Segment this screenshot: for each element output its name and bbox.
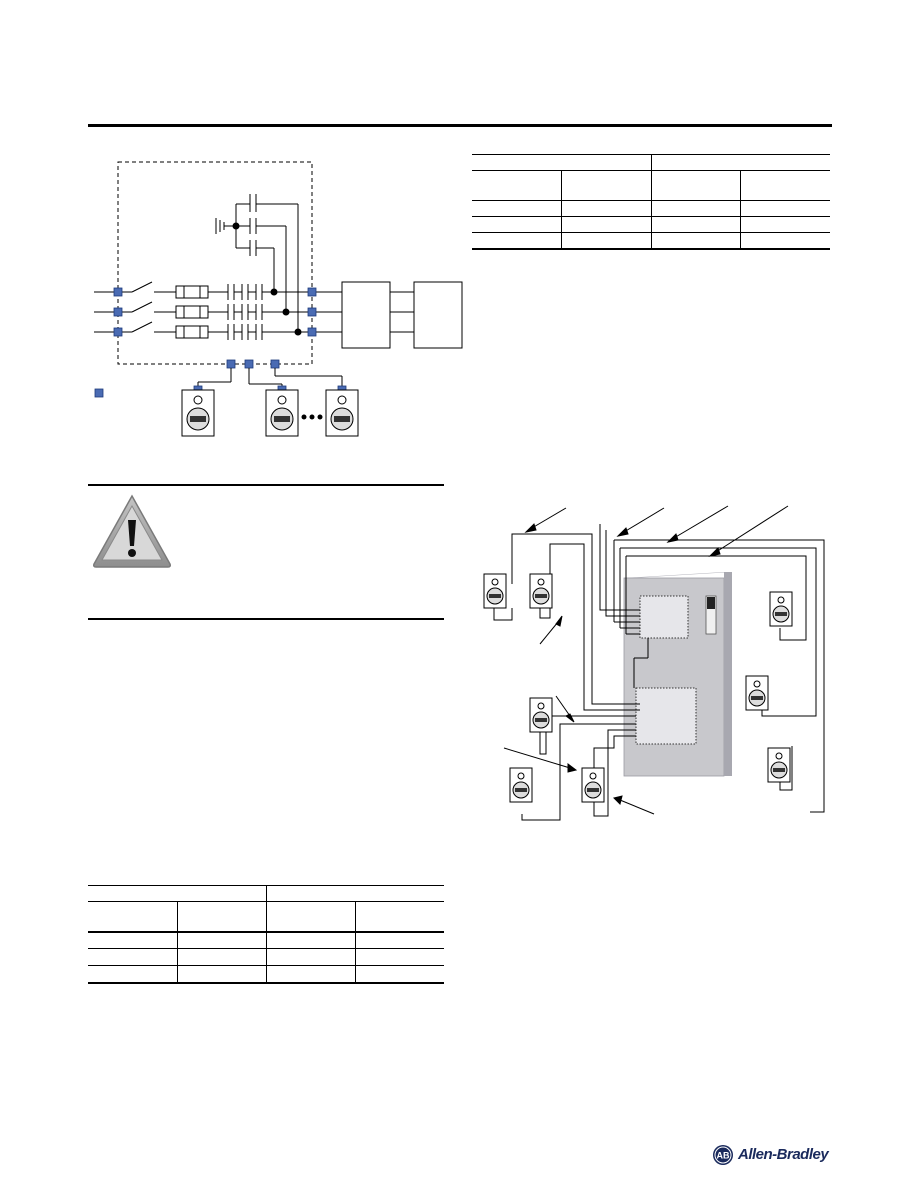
warning-top-rule — [88, 484, 444, 486]
sensor-module-icon — [769, 591, 793, 627]
schematic-diagram — [94, 161, 463, 437]
sensor-module-icon — [325, 385, 359, 437]
sensor-module-icon — [581, 767, 605, 803]
brand-name: Allen-Bradley — [738, 1146, 829, 1163]
ab-logo-mark: AB — [717, 1151, 730, 1161]
ab-logo-icon: AB — [713, 1145, 733, 1165]
top-right-table — [472, 154, 830, 250]
sensor-module-icon — [265, 385, 299, 437]
sensor-module-icon — [181, 385, 215, 437]
header-rule — [88, 124, 832, 127]
warning-triangle-icon — [93, 494, 171, 568]
warning-bottom-rule — [88, 618, 444, 620]
sensor-module-icon — [767, 747, 791, 783]
dashed-enclosure — [117, 161, 313, 365]
allen-bradley-logo: AB Allen-Bradley — [712, 1144, 834, 1166]
legend-connector-icon — [94, 388, 104, 398]
sensor-module-icon — [483, 573, 507, 609]
sensor-module-icon — [529, 573, 553, 609]
bottom-left-table — [88, 885, 444, 984]
ellipsis-dots — [301, 414, 323, 420]
sensor-module-icon — [509, 767, 533, 803]
enclosure-cabinet — [623, 572, 732, 777]
phase-lines — [94, 281, 463, 349]
sensor-module-icon — [529, 697, 553, 733]
installation-diagram — [483, 505, 825, 821]
sensor-module-icon — [745, 675, 769, 711]
connector-square-icon — [113, 287, 317, 369]
